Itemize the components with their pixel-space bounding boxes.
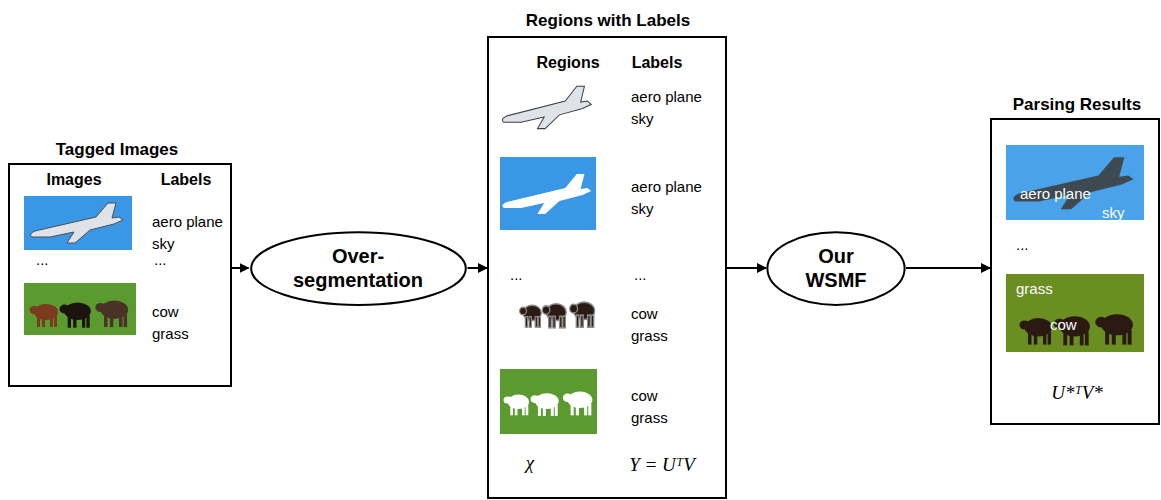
grass-region	[500, 369, 597, 434]
column-heading: Labels	[632, 52, 683, 74]
overlay-label: grass	[1016, 278, 1053, 300]
region-label: aero plane sky	[631, 86, 709, 130]
tag-label: aero plane sky	[152, 211, 230, 255]
airplane-region	[502, 86, 591, 128]
ellipsis: ...	[634, 264, 647, 286]
ellipsis: ...	[1016, 234, 1029, 256]
process-ellipse: Our WSMF	[766, 231, 906, 306]
parsing-results-panel: Parsing Resultsaero planesky...grasscowU…	[990, 118, 1160, 425]
ellipse-outline	[249, 231, 468, 306]
airplane-photo	[24, 196, 132, 250]
column-heading: Images	[46, 169, 101, 191]
overlay-label: sky	[1102, 202, 1125, 224]
process-label: Our WSMF	[796, 244, 876, 292]
column-heading: Labels	[161, 169, 212, 191]
ellipsis: ...	[510, 264, 523, 286]
regions-panel: Regions with LabelsRegionsLabelsaero pla…	[487, 36, 727, 499]
ellipsis: ...	[154, 249, 167, 271]
panel-heading: Tagged Images	[56, 139, 179, 161]
process-label: Over- segmentation	[283, 244, 433, 292]
flow-arrow	[906, 267, 990, 269]
column-heading: Regions	[536, 52, 599, 74]
math-symbol: χ	[526, 452, 534, 474]
flow-arrow	[468, 267, 488, 269]
region-label: aero plane sky	[631, 176, 709, 220]
cow-region	[520, 302, 595, 328]
math-formula: U*ᵀV*	[1051, 382, 1103, 404]
tag-label: cow grass	[152, 301, 189, 345]
panel-heading: Parsing Results	[1013, 94, 1142, 116]
overlay-label: cow	[1050, 314, 1077, 336]
cow-photo	[24, 283, 136, 335]
sky-region	[500, 157, 596, 230]
region-label: cow grass	[631, 385, 668, 429]
overlay-label: aero plane	[1020, 183, 1091, 205]
ellipsis: ...	[36, 249, 49, 271]
region-label: cow grass	[631, 303, 668, 347]
flow-arrow	[727, 267, 766, 269]
ellipse-outline	[766, 231, 906, 306]
process-ellipse: Over- segmentation	[249, 231, 468, 306]
parsed-grass-cows	[1006, 274, 1144, 352]
math-formula: Y = UᵀV	[629, 454, 695, 476]
panel-heading: Regions with Labels	[526, 10, 690, 32]
tagged-images-panel: Tagged ImagesImagesLabelsaero plane sky.…	[8, 163, 232, 387]
flow-arrow	[232, 267, 249, 269]
